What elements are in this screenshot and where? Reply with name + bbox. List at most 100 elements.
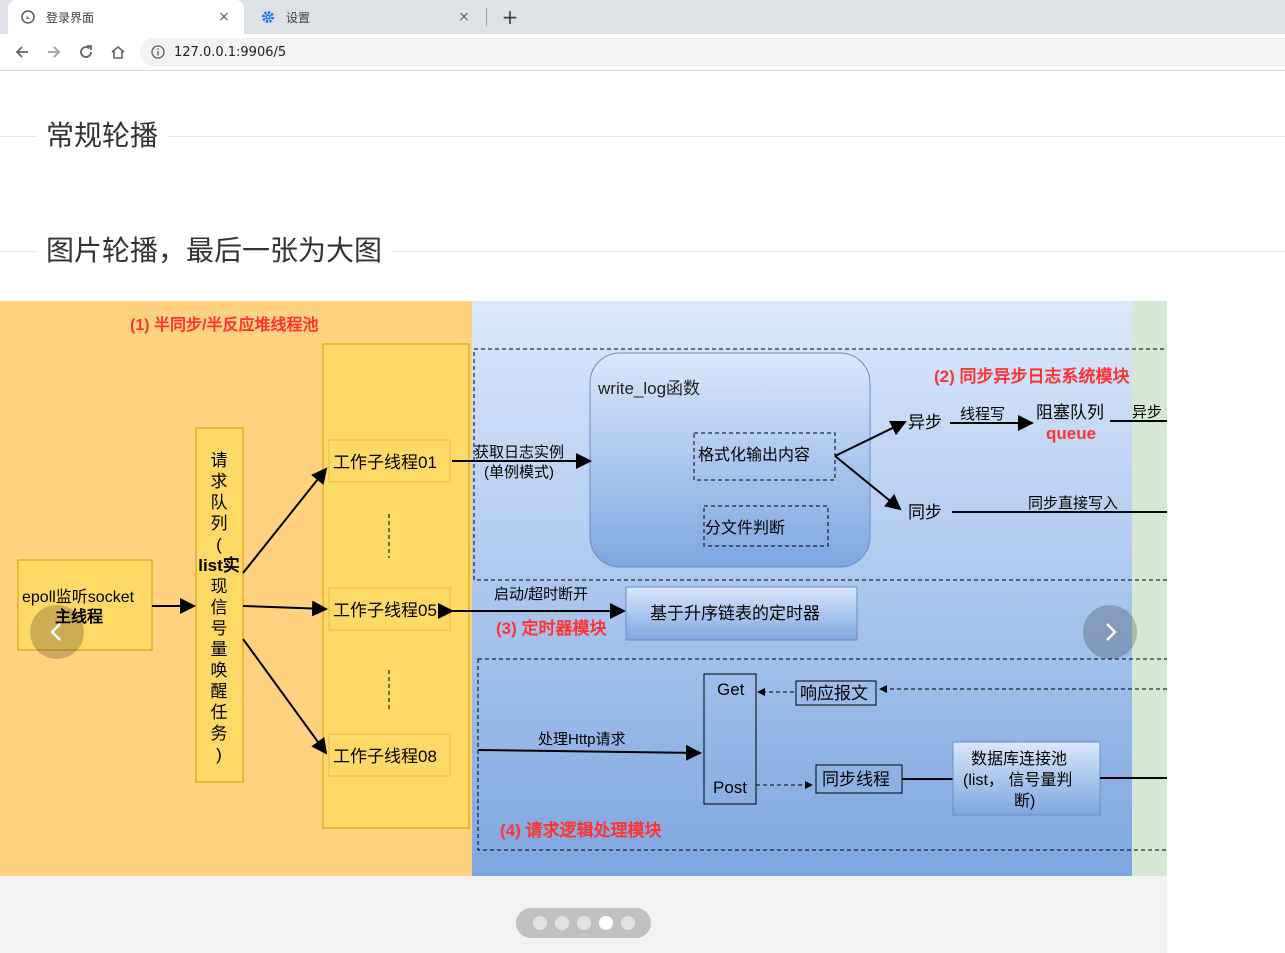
carousel-dot[interactable]: [532, 916, 547, 930]
queue-char: 现: [211, 577, 228, 596]
arrow-left-icon: [15, 46, 28, 58]
carousel-prev-button[interactable]: [30, 605, 84, 659]
db-pool-box: [952, 741, 1101, 816]
async-label-2: 异步: [1132, 404, 1162, 421]
title-http: (4) 请求逻辑处理模块: [500, 820, 662, 840]
title-threadpool: (1) 半同步/半反应堆线程池: [130, 315, 318, 334]
start-timeout-label: 启动/超时断开: [494, 586, 588, 603]
queue-label: queue: [1046, 424, 1096, 443]
close-tab-icon[interactable]: ×: [218, 9, 230, 25]
queue-char: 列: [211, 514, 228, 533]
info-icon[interactable]: [150, 44, 166, 60]
divider-line: [0, 136, 1285, 137]
new-tab-button[interactable]: +: [501, 5, 519, 29]
green-panel: [1132, 301, 1167, 876]
queue-char: 醒: [211, 682, 228, 701]
db-pool-label-2: (list， 信号量判: [963, 771, 1072, 789]
write-log-label: write_log函数: [597, 379, 700, 398]
sync-thread-label: 同步线程: [822, 770, 890, 789]
reload-icon: [80, 45, 92, 58]
arrow: [242, 600, 328, 617]
arrow: [477, 744, 702, 761]
globe-icon: [20, 9, 36, 25]
log-module-frame: [473, 348, 1167, 581]
url-text[interactable]: 127.0.0.1:9906/5: [174, 44, 287, 60]
queue-char: 队: [211, 493, 228, 512]
tab-title: 登录界面: [46, 10, 95, 25]
response-label: 响应报文: [800, 684, 868, 703]
address-bar[interactable]: 127.0.0.1:9906/5: [140, 38, 1285, 66]
epoll-box: [17, 559, 153, 651]
tab-settings[interactable]: 设置 ×: [248, 0, 484, 34]
async-label: 异步: [908, 413, 942, 432]
response-box: [795, 680, 877, 706]
section-title: 常规轮播: [36, 118, 169, 154]
post-label: Post: [713, 778, 747, 797]
close-tab-icon[interactable]: ×: [458, 9, 470, 25]
queue-char: 号: [211, 619, 228, 638]
worker-01-box: [328, 439, 451, 483]
request-queue-box: [195, 427, 244, 783]
tab-login[interactable]: 登录界面 ×: [8, 0, 244, 34]
carousel-slide-image: (1) 半同步/半反应堆线程池 epoll监听socket 主线程 请 求 队 …: [0, 301, 1167, 876]
http-module-frame: [477, 658, 1167, 851]
image-carousel[interactable]: (1) 半同步/半反应堆线程池 epoll监听socket 主线程 请 求 队 …: [0, 301, 1167, 953]
arrow: [834, 420, 907, 457]
carousel-next-button[interactable]: [1083, 605, 1137, 659]
queue-char: 唤: [211, 661, 228, 680]
timer-label: 基于升序链表的定时器: [650, 604, 820, 623]
arrow: [834, 455, 902, 511]
section-title: 图片轮播，最后一张为大图: [36, 233, 393, 269]
queue-char: 请: [211, 451, 228, 470]
queue-char: 求: [211, 472, 228, 491]
request-queue-label: 请 求 队 列 ( list实 现 信 号 量 唤 醒 任 务 ): [198, 451, 240, 764]
get-log-label-1: 获取日志实例: [474, 444, 564, 461]
queue-char: ): [216, 745, 222, 764]
worker-08-label: 工作子线程08: [333, 747, 437, 766]
tab-divider: [486, 8, 487, 26]
chevron-left-icon: [50, 623, 61, 641]
thread-write-label: 线程写: [960, 406, 1005, 423]
sync-label: 同步: [908, 503, 942, 522]
carousel-dot[interactable]: [576, 916, 591, 930]
handle-http-label: 处理Http请求: [538, 731, 626, 748]
db-pool-label-1: 数据库连接池: [971, 750, 1067, 768]
queue-char: (: [216, 535, 222, 554]
carousel-indicator: [516, 908, 651, 938]
timer-box: [625, 586, 858, 641]
worker-05-label: 工作子线程05: [333, 601, 437, 620]
get-post-box: [703, 673, 757, 805]
title-timer: (3) 定时器模块: [496, 618, 607, 638]
queue-char: list实: [198, 555, 240, 575]
home-button[interactable]: [106, 40, 130, 64]
forward-button[interactable]: [42, 40, 66, 64]
worker-01-label: 工作子线程01: [333, 453, 437, 472]
get-label: Get: [717, 680, 745, 699]
back-button[interactable]: [10, 40, 34, 64]
worker-05-box: [328, 587, 451, 631]
queue-char: 任: [211, 703, 228, 722]
gear-icon: [260, 9, 276, 25]
carousel-dot[interactable]: [620, 916, 635, 930]
arrow-right-icon: [48, 46, 61, 58]
arrow: [242, 467, 328, 574]
chevron-right-icon: [1106, 623, 1117, 641]
title-log: (2) 同步异步日志系统模块: [934, 366, 1130, 386]
tab-title: 设置: [286, 10, 311, 25]
epoll-label-2: 主线程: [55, 607, 103, 626]
carousel-dot[interactable]: [554, 916, 569, 930]
tab-strip: 登录界面 × 设置 × +: [0, 0, 1285, 34]
reload-button[interactable]: [74, 40, 98, 64]
sync-write-label: 同步直接写入: [1028, 495, 1118, 512]
block-queue-label: 阻塞队列: [1036, 403, 1104, 422]
carousel-dot-active[interactable]: [598, 916, 613, 930]
queue-char: 务: [211, 724, 228, 743]
queue-char: 量: [211, 640, 228, 659]
split-file-box: [703, 505, 829, 547]
db-pool-label-3: 断): [1014, 792, 1035, 810]
epoll-label-1: epoll监听socket: [22, 588, 135, 606]
worker-08-box: [328, 733, 451, 777]
arrow: [242, 638, 328, 755]
home-icon: [111, 45, 125, 59]
format-output-label: 格式化输出内容: [698, 446, 810, 464]
